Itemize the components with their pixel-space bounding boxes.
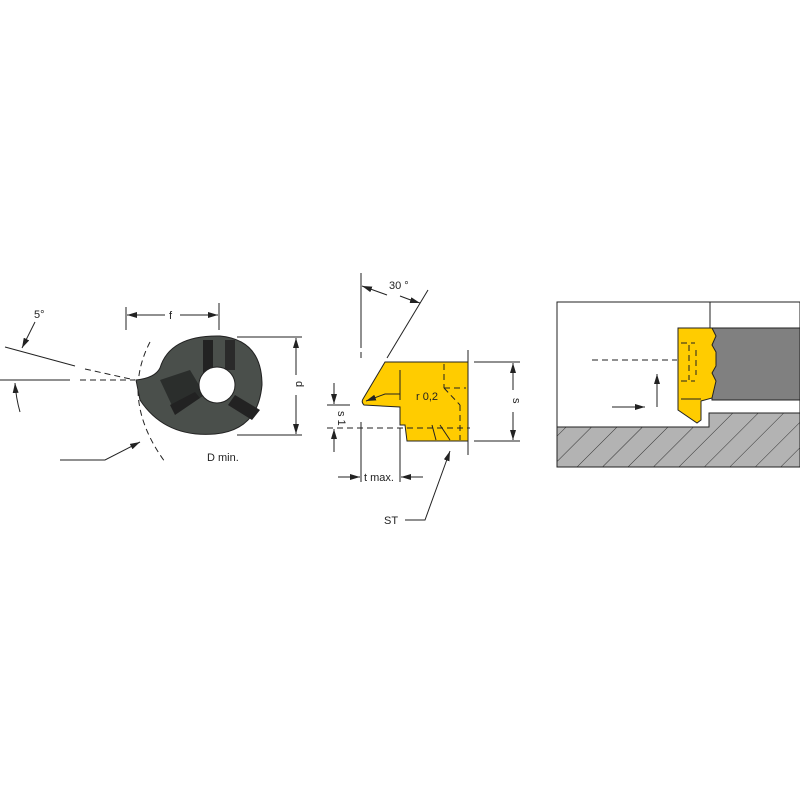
st-leader <box>405 450 451 521</box>
right-view <box>556 301 800 468</box>
st-label: ST <box>384 515 398 527</box>
workpiece-section <box>556 412 800 468</box>
angle30-label: 30 ° <box>389 280 409 292</box>
angle-label: 5° <box>34 309 45 321</box>
insert-body <box>135 335 263 435</box>
middle-view: 30 ° r 0,2 s s 1 t max. ST <box>327 273 522 527</box>
d-label: d <box>293 381 305 387</box>
f-label: f <box>169 310 173 322</box>
tool-holder <box>711 327 800 401</box>
s-label: s <box>510 398 522 404</box>
angle-arrow-top <box>21 321 36 349</box>
s1-label: s 1 <box>335 411 347 426</box>
angle-dashed <box>84 368 136 381</box>
angle-arrow-bottom <box>12 382 21 413</box>
dmin-arc <box>137 341 166 463</box>
radius-leader <box>365 393 400 402</box>
dmin-label: D min. <box>207 452 239 464</box>
dmin-leader <box>60 441 141 461</box>
left-view: 5° f d D min. <box>0 303 305 464</box>
angle30-arrow-right <box>399 295 421 304</box>
angle-line <box>4 346 76 367</box>
insert-profile <box>361 361 469 442</box>
tmax-label: t max. <box>364 472 394 484</box>
angle30-arrow-left <box>361 285 388 296</box>
radius-label: r 0,2 <box>416 391 438 403</box>
